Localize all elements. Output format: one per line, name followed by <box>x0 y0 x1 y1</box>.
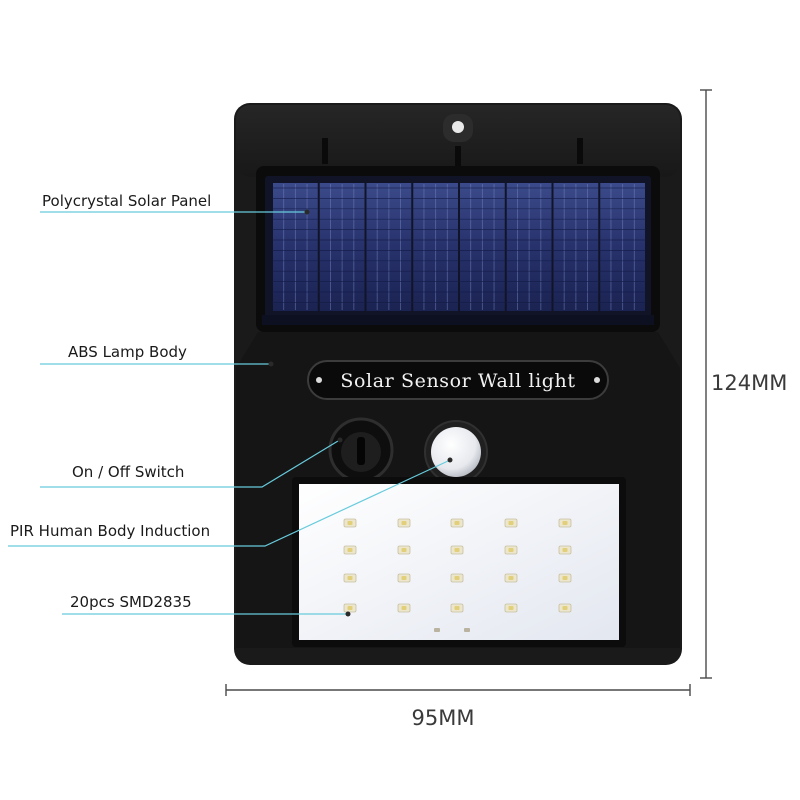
callout-label: ABS Lamp Body <box>68 343 187 361</box>
product-badge: Solar Sensor Wall light <box>307 360 609 400</box>
width-dimension: 95MM <box>225 684 691 730</box>
led-emitter <box>454 548 460 552</box>
led-emitter <box>562 606 568 610</box>
clip-tab <box>455 146 461 166</box>
callout-leader-line <box>40 440 339 488</box>
led-emitter <box>401 548 407 552</box>
led-emitter <box>347 576 353 580</box>
led-emitter <box>562 521 568 525</box>
led-emitter <box>401 606 407 610</box>
callout-pir-sensor: PIR Human Body Induction <box>8 457 453 547</box>
callout-anchor-dot <box>447 457 453 463</box>
callout-label: Polycrystal Solar Panel <box>42 192 211 210</box>
width-label: 95MM <box>412 706 475 730</box>
power-switch-icon <box>328 417 394 483</box>
panel-mark <box>434 628 440 632</box>
callout-anchor-dot <box>304 209 310 215</box>
panel-mark <box>464 628 470 632</box>
led-emitter <box>401 521 407 525</box>
callout-switch: On / Off Switch <box>40 437 343 488</box>
led-emitter <box>401 576 407 580</box>
solar-wall-light: Solar Sensor Wall light <box>234 103 682 665</box>
callout-leds: 20pcs SMD2835 <box>62 593 351 617</box>
badge-dot <box>594 377 600 383</box>
led-emitter <box>347 548 353 552</box>
led-emitter <box>454 576 460 580</box>
callout-label: PIR Human Body Induction <box>10 522 210 540</box>
solar-panel-lip <box>262 315 654 325</box>
led-emitter <box>508 548 514 552</box>
led-emitter <box>562 548 568 552</box>
callout-anchor-dot <box>337 437 343 443</box>
led-emitter <box>508 521 514 525</box>
hanging-hole-icon <box>452 121 464 133</box>
height-dimension: 124MM <box>700 89 787 679</box>
led-grid <box>343 518 572 613</box>
callout-anchor-dot <box>345 611 351 617</box>
badge-text: Solar Sensor Wall light <box>340 370 575 392</box>
led-emitter <box>347 606 353 610</box>
led-emitter <box>454 606 460 610</box>
clip-tab <box>322 138 328 164</box>
led-emitter <box>347 521 353 525</box>
callout-label: 20pcs SMD2835 <box>70 593 192 611</box>
clip-tab <box>577 138 583 164</box>
led-emitter <box>454 521 460 525</box>
led-emitter <box>562 576 568 580</box>
callout-lamp-body: ABS Lamp Body <box>40 343 274 367</box>
callout-label: On / Off Switch <box>72 463 184 481</box>
callout-anchor-dot <box>268 361 274 367</box>
solar-cell-grid <box>272 183 646 311</box>
callout-leader-line <box>8 460 449 547</box>
callout-solar-panel: Polycrystal Solar Panel <box>40 192 310 215</box>
badge-dot <box>316 377 322 383</box>
height-label: 124MM <box>711 371 787 395</box>
led-emitter <box>508 606 514 610</box>
pir-sensor-icon <box>424 420 488 484</box>
led-emitter <box>508 576 514 580</box>
led-panel <box>299 484 619 640</box>
